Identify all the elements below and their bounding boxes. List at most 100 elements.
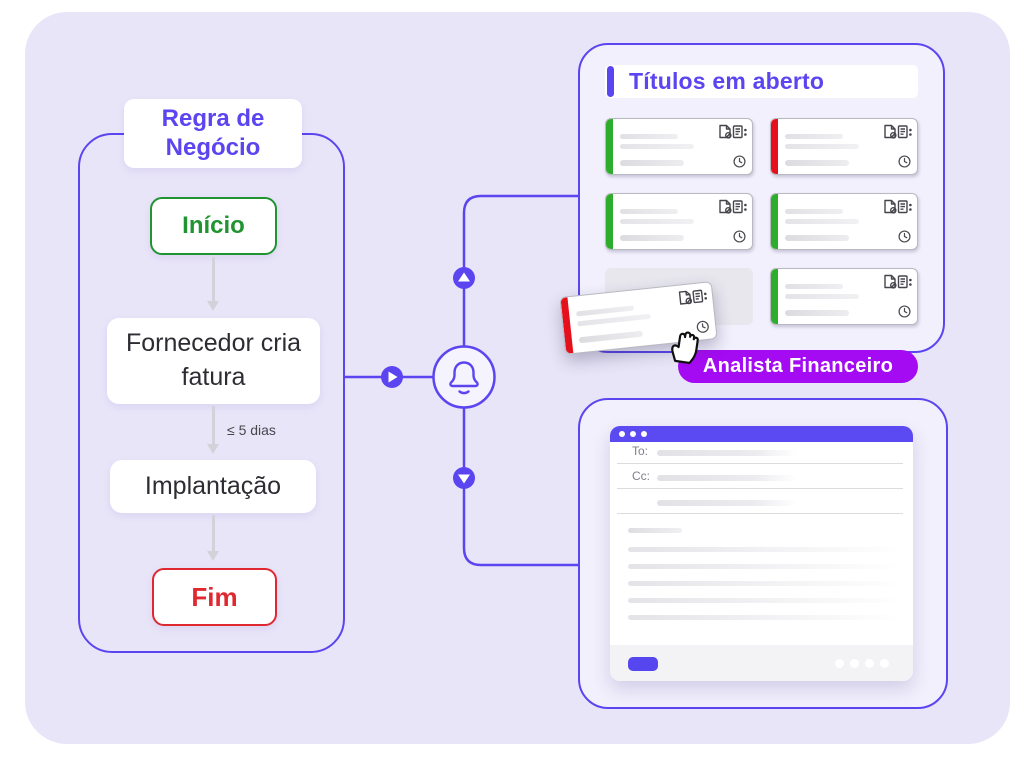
email-to-row[interactable]: To: [617, 442, 903, 464]
open-titles-header: Títulos em aberto [605, 65, 918, 98]
flow-node-end: Fim [152, 568, 277, 626]
card-text-placeholder [578, 330, 643, 344]
dragged-title-card[interactable] [559, 281, 718, 355]
flow-node-start: Início [150, 197, 277, 255]
title-card[interactable] [770, 193, 918, 250]
window-control-dot[interactable] [641, 431, 647, 437]
card-text-placeholder [785, 294, 859, 299]
window-control-dot[interactable] [630, 431, 636, 437]
card-text-placeholder [785, 235, 849, 241]
card-text-placeholder [785, 134, 843, 139]
window-titlebar [610, 426, 913, 442]
clock-icon [898, 155, 911, 168]
footer-action-dot[interactable] [880, 659, 889, 668]
flow-arrow-down-icon [207, 515, 219, 561]
menu-dots-icon [744, 203, 747, 211]
card-text-placeholder [575, 305, 635, 317]
card-text-placeholder [620, 209, 678, 214]
document-icon [884, 199, 897, 214]
send-button[interactable] [628, 657, 658, 671]
grab-cursor-icon [671, 331, 699, 365]
card-status-bar [771, 119, 778, 174]
email-window: To: Cc: [610, 426, 913, 681]
card-status-bar [771, 269, 778, 324]
flow-arrow-down-icon [207, 406, 219, 454]
flow-arrow-down-icon [207, 257, 219, 311]
email-subject-row[interactable] [617, 489, 903, 514]
clock-icon [898, 305, 911, 318]
window-control-dot[interactable] [619, 431, 625, 437]
document-icons [719, 199, 747, 214]
menu-dots-icon [703, 292, 708, 300]
footer-action-dot[interactable] [835, 659, 844, 668]
card-text-placeholder [785, 284, 843, 289]
card-text-placeholder [785, 160, 849, 166]
email-footer [610, 645, 913, 681]
clock-icon [733, 155, 746, 168]
card-status-bar [606, 194, 613, 249]
note-icon [732, 200, 743, 214]
card-status-bar [606, 119, 613, 174]
body-text-placeholder [628, 598, 896, 603]
body-text-placeholder [628, 564, 896, 569]
subject-value-placeholder [657, 500, 797, 506]
note-icon [897, 125, 908, 139]
body-text-placeholder [628, 547, 896, 552]
body-text-placeholder [628, 615, 896, 620]
flow-edge-label: ≤ 5 dias [227, 422, 276, 438]
title-card[interactable] [605, 118, 753, 175]
menu-dots-icon [909, 128, 912, 136]
card-text-placeholder [620, 160, 684, 166]
note-icon [897, 200, 908, 214]
open-titles-title: Títulos em aberto [629, 68, 825, 94]
note-icon [897, 275, 908, 289]
card-text-placeholder [785, 219, 859, 224]
cc-value-placeholder [657, 475, 797, 481]
document-icons [884, 199, 912, 214]
flow-node-supplier-invoice: Fornecedor cria fatura [107, 318, 320, 404]
title-card[interactable] [770, 268, 918, 325]
note-icon [732, 125, 743, 139]
card-text-placeholder [620, 144, 694, 149]
flow-node-implementation: Implantação [110, 460, 316, 513]
card-text-placeholder [620, 219, 694, 224]
document-icons [678, 289, 708, 305]
card-text-placeholder [785, 209, 843, 214]
email-body [610, 514, 913, 645]
document-icon [884, 124, 897, 139]
card-text-placeholder [620, 134, 678, 139]
card-text-placeholder [785, 310, 849, 316]
clock-icon [696, 320, 709, 333]
email-cc-row[interactable]: Cc: [617, 464, 903, 489]
document-icons [884, 124, 912, 139]
footer-action-dot[interactable] [865, 659, 874, 668]
title-card[interactable] [605, 193, 753, 250]
menu-dots-icon [909, 278, 912, 286]
business-rule-title: Regra de Negócio [124, 99, 302, 168]
title-card[interactable] [770, 118, 918, 175]
body-text-placeholder [628, 581, 896, 586]
footer-toolbar-dots [835, 659, 889, 668]
body-text-placeholder [628, 528, 682, 533]
cc-label: Cc: [632, 469, 650, 483]
document-icon [719, 199, 732, 214]
menu-dots-icon [744, 128, 747, 136]
note-icon [692, 289, 704, 304]
to-label: To: [632, 444, 649, 458]
document-icon [884, 274, 897, 289]
header-accent-bar [607, 66, 614, 97]
footer-action-dot[interactable] [850, 659, 859, 668]
document-icon [678, 290, 693, 305]
card-text-placeholder [620, 235, 684, 241]
document-icons [719, 124, 747, 139]
document-icon [719, 124, 732, 139]
document-icons [884, 274, 912, 289]
menu-dots-icon [909, 203, 912, 211]
card-text-placeholder [577, 313, 652, 327]
to-value-placeholder [657, 450, 797, 456]
card-status-bar [771, 194, 778, 249]
clock-icon [898, 230, 911, 243]
actor-badge: Analista Financeiro [678, 350, 918, 383]
clock-icon [733, 230, 746, 243]
